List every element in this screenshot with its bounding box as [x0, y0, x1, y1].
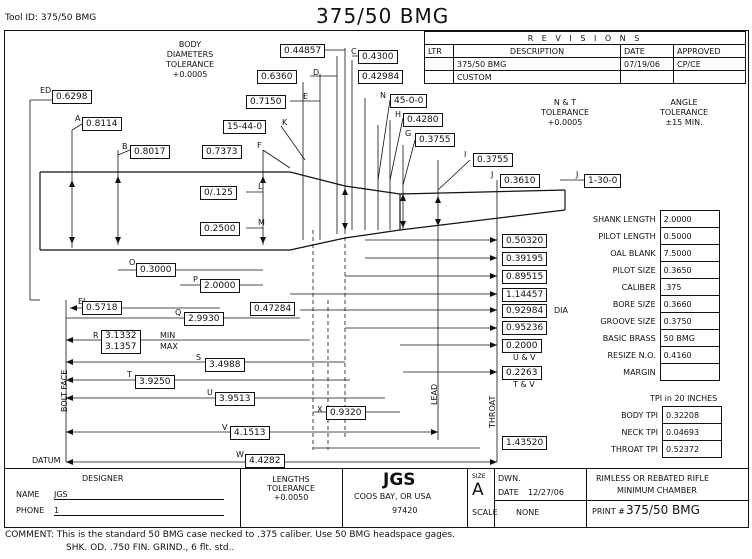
- dwn-label: DWN.: [498, 474, 521, 483]
- datum-label: DATUM: [32, 456, 61, 465]
- spec-value: [659, 363, 720, 381]
- dim-l: 0/.125: [200, 186, 237, 200]
- dim-j: 0.3610: [500, 174, 540, 188]
- phone-label: PHONE: [16, 506, 45, 515]
- tpi-heading: TPI in 20 INCHES: [650, 394, 718, 403]
- rev-approved: [673, 70, 746, 84]
- spec-value: 0.3750: [659, 312, 720, 330]
- dim-g: 0.3755: [415, 133, 455, 147]
- right-value: 0.95236: [502, 321, 548, 335]
- dim-a: 0.8114: [82, 117, 122, 131]
- spec-value: 0.3660: [659, 295, 720, 313]
- right-value: 0.50320: [502, 234, 548, 248]
- min-label: MIN: [160, 331, 176, 340]
- dim-q: 2.9930: [184, 312, 224, 326]
- drawing-title: 375/50 BMG: [316, 4, 450, 28]
- dim-v: 4.1513: [230, 426, 270, 440]
- designer-label: DESIGNER: [82, 474, 124, 483]
- tpi-value: 0.32208: [661, 406, 722, 424]
- dim-b: 0.8017: [130, 145, 170, 159]
- spec-value: 2.0000: [659, 210, 720, 228]
- spec-value: 7.5000: [659, 244, 720, 262]
- tv-label: T & V: [513, 380, 535, 389]
- company-location: COOS BAY, OR USA: [354, 492, 432, 501]
- right-value: 1.43520: [502, 436, 548, 450]
- dim-n: 45-0-0: [390, 94, 428, 108]
- drawing-desc-1: RIMLESS OR REBATED RIFLE: [596, 474, 710, 483]
- name-field: JGS: [54, 490, 224, 500]
- dim-p: 2.0000: [200, 279, 240, 293]
- dim-f: 0.7373: [202, 145, 242, 159]
- dim-c: 0.44857: [280, 44, 326, 58]
- dim-q2: 0.47284: [250, 302, 296, 316]
- scale-label: SCALE: [472, 508, 498, 517]
- revisions-table: R E V I S I O N S LTR DESCRIPTION DATE A…: [424, 31, 746, 84]
- dim-el: 0.5718: [82, 301, 122, 315]
- spec-value: .375: [659, 278, 720, 296]
- lead-label: LEAD: [430, 383, 439, 405]
- dim-c2: 0.4300: [358, 50, 398, 64]
- dim-x: 0.9320: [326, 406, 366, 420]
- revision-row: CUSTOM: [424, 70, 746, 84]
- throat-label: THROAT: [488, 395, 497, 428]
- drawing-desc-2: MINIMUM CHAMBER: [617, 486, 697, 495]
- revision-row: 375/50 BMG 07/19/06 CP/CE: [424, 57, 746, 71]
- dim-s: 3.4988: [205, 358, 245, 372]
- dim-w: 4.4282: [245, 454, 285, 468]
- spec-value: 0.4160: [659, 346, 720, 364]
- tpi-value: 0.52372: [661, 440, 722, 458]
- right-value: 0.2263: [502, 366, 542, 380]
- dim-j-angle: 1-30-0: [584, 174, 622, 188]
- dim-m: 0.2500: [200, 222, 240, 236]
- bolt-face-label: BOLT FACE: [60, 369, 69, 412]
- dim-u: 3.9513: [215, 392, 255, 406]
- dim-i: 0.3755: [473, 153, 513, 167]
- dim-d: 0.6360: [257, 70, 297, 84]
- spec-value: 0.5000: [659, 227, 720, 245]
- company-logo: JGS: [383, 470, 416, 490]
- size-label: SIZE: [472, 473, 486, 480]
- uv-label: U & V: [513, 353, 536, 362]
- dim-d2: 0.42984: [358, 70, 404, 84]
- right-value: 0.2000: [502, 339, 542, 353]
- name-label: NAME: [16, 490, 40, 499]
- dim-ed: 0.6298: [52, 90, 92, 104]
- dim-o: 0.3000: [136, 263, 176, 277]
- chamber-bottom-outline: [40, 209, 566, 251]
- spec-value: 0.3650: [659, 261, 720, 279]
- size-value: A: [472, 480, 484, 500]
- scale-value: NONE: [516, 508, 540, 517]
- right-value: 0.39195: [502, 252, 548, 266]
- tool-id: Tool ID: 375/50 BMG: [5, 13, 97, 23]
- phone-field: 1: [54, 506, 224, 516]
- company-zip: 97420: [392, 506, 418, 515]
- right-value: 0.89515: [502, 270, 548, 284]
- spec-value: 50 BMG: [659, 329, 720, 347]
- date-label: DATE: [498, 488, 519, 497]
- print-label: PRINT #: [592, 507, 625, 516]
- dim-e: 0.7150: [246, 95, 286, 109]
- date-value: 12/27/06: [528, 488, 564, 497]
- drawing-frame: [4, 30, 749, 528]
- dia-label: DIA: [554, 306, 568, 315]
- print-value: 375/50 BMG: [626, 503, 700, 517]
- comment-line-1: COMMENT: This is the standard 50 BMG cas…: [5, 530, 455, 540]
- comment-line-2: SHK. OD. .750 FIN. GRIND., 6 flt. std..: [66, 543, 235, 553]
- dim-k: 15-44-0: [223, 120, 267, 134]
- max-label: MAX: [160, 342, 178, 351]
- dim-t: 3.9250: [135, 375, 175, 389]
- right-value: 0.92984: [502, 304, 548, 318]
- right-value: 1.14457: [502, 288, 548, 302]
- tpi-value: 0.04693: [661, 423, 722, 441]
- dim-h: 0.4280: [403, 113, 443, 127]
